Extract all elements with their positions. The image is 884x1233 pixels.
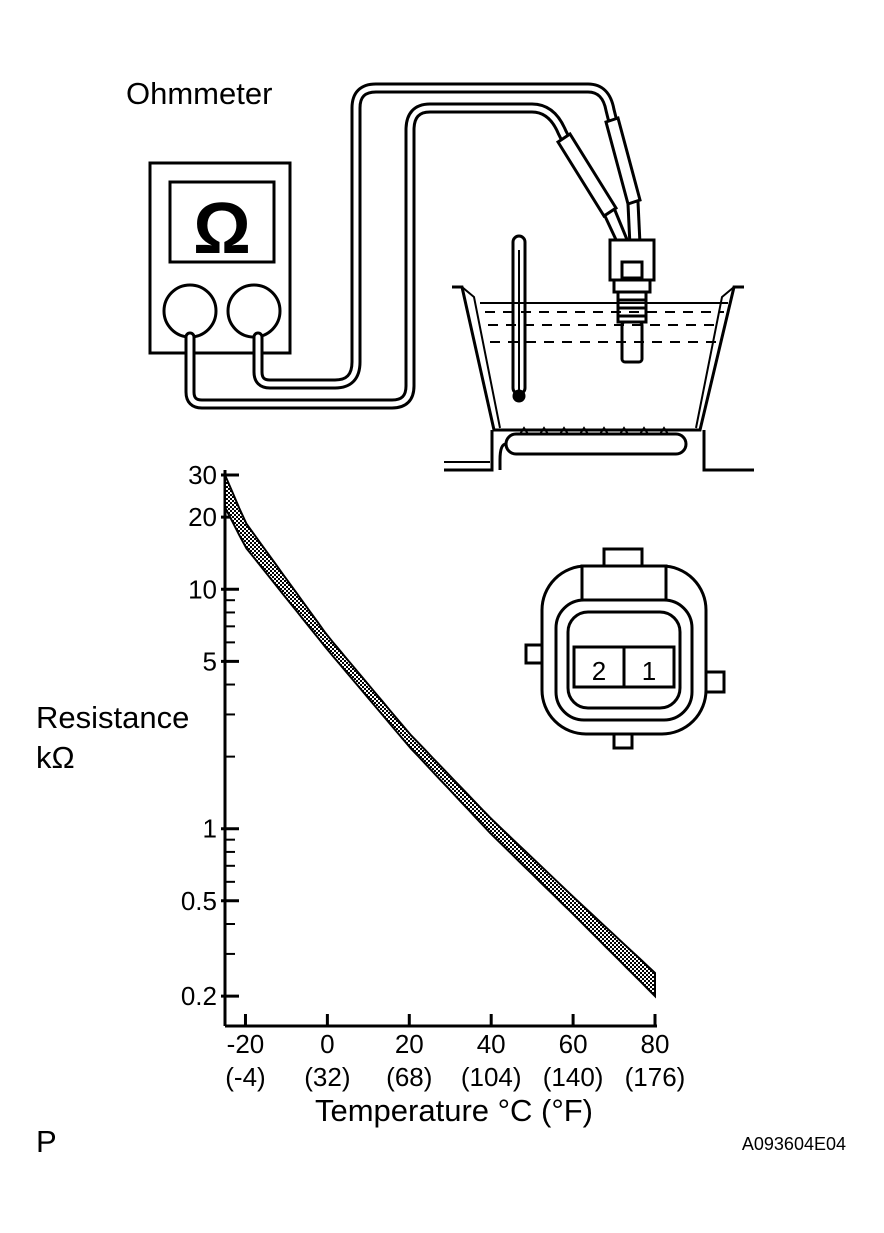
figure-code: A093604E04 <box>742 1134 846 1154</box>
x-tick-label-fahrenheit: (140) <box>543 1062 604 1092</box>
ohmmeter-display <box>168 180 276 264</box>
x-tick-label-fahrenheit: (68) <box>386 1062 432 1092</box>
ohmmeter-jack-left <box>162 283 218 339</box>
y-tick-label: 10 <box>188 574 217 604</box>
y-tick-label: 0.2 <box>181 981 217 1011</box>
thermometer <box>511 234 527 403</box>
y-tick-label: 5 <box>203 646 217 676</box>
x-tick-label-celsius: 40 <box>477 1029 506 1059</box>
x-tick-label-celsius: 60 <box>559 1029 588 1059</box>
x-tick-label-fahrenheit: (-4) <box>225 1062 265 1092</box>
connector-pin-2-label: 2 <box>592 656 606 686</box>
resistance-band <box>224 474 656 999</box>
y-tick-label: 30 <box>188 460 217 490</box>
omega-icon: Ω <box>193 189 251 269</box>
x-tick-label-celsius: 80 <box>641 1029 670 1059</box>
beaker <box>452 285 744 432</box>
ohmmeter-label: Ohmmeter <box>126 76 272 111</box>
y-tick-label: 20 <box>188 502 217 532</box>
x-tick-label-fahrenheit: (32) <box>304 1062 350 1092</box>
y-tick-label: 0.5 <box>181 886 217 916</box>
sensor-connector <box>524 547 726 750</box>
y-axis-label: Resistance <box>36 700 189 735</box>
x-tick-label-fahrenheit: (176) <box>625 1062 686 1092</box>
connector-pin-1-label: 1 <box>642 656 656 686</box>
heater-stand <box>444 426 754 472</box>
ohmmeter: Ohmmeter Ω <box>126 76 292 355</box>
x-tick-label-fahrenheit: (104) <box>461 1062 522 1092</box>
x-tick-label-celsius: -20 <box>227 1029 265 1059</box>
y-axis-unit: kΩ <box>36 740 75 775</box>
x-tick-label-celsius: 0 <box>320 1029 334 1059</box>
x-tick-label-celsius: 20 <box>395 1029 424 1059</box>
corner-letter: P <box>36 1124 57 1159</box>
x-axis-label: Temperature °C (°F) <box>315 1093 593 1128</box>
y-tick-label: 1 <box>203 814 217 844</box>
temperature-sensor <box>608 238 656 364</box>
ohmmeter-jack-right <box>226 283 282 339</box>
